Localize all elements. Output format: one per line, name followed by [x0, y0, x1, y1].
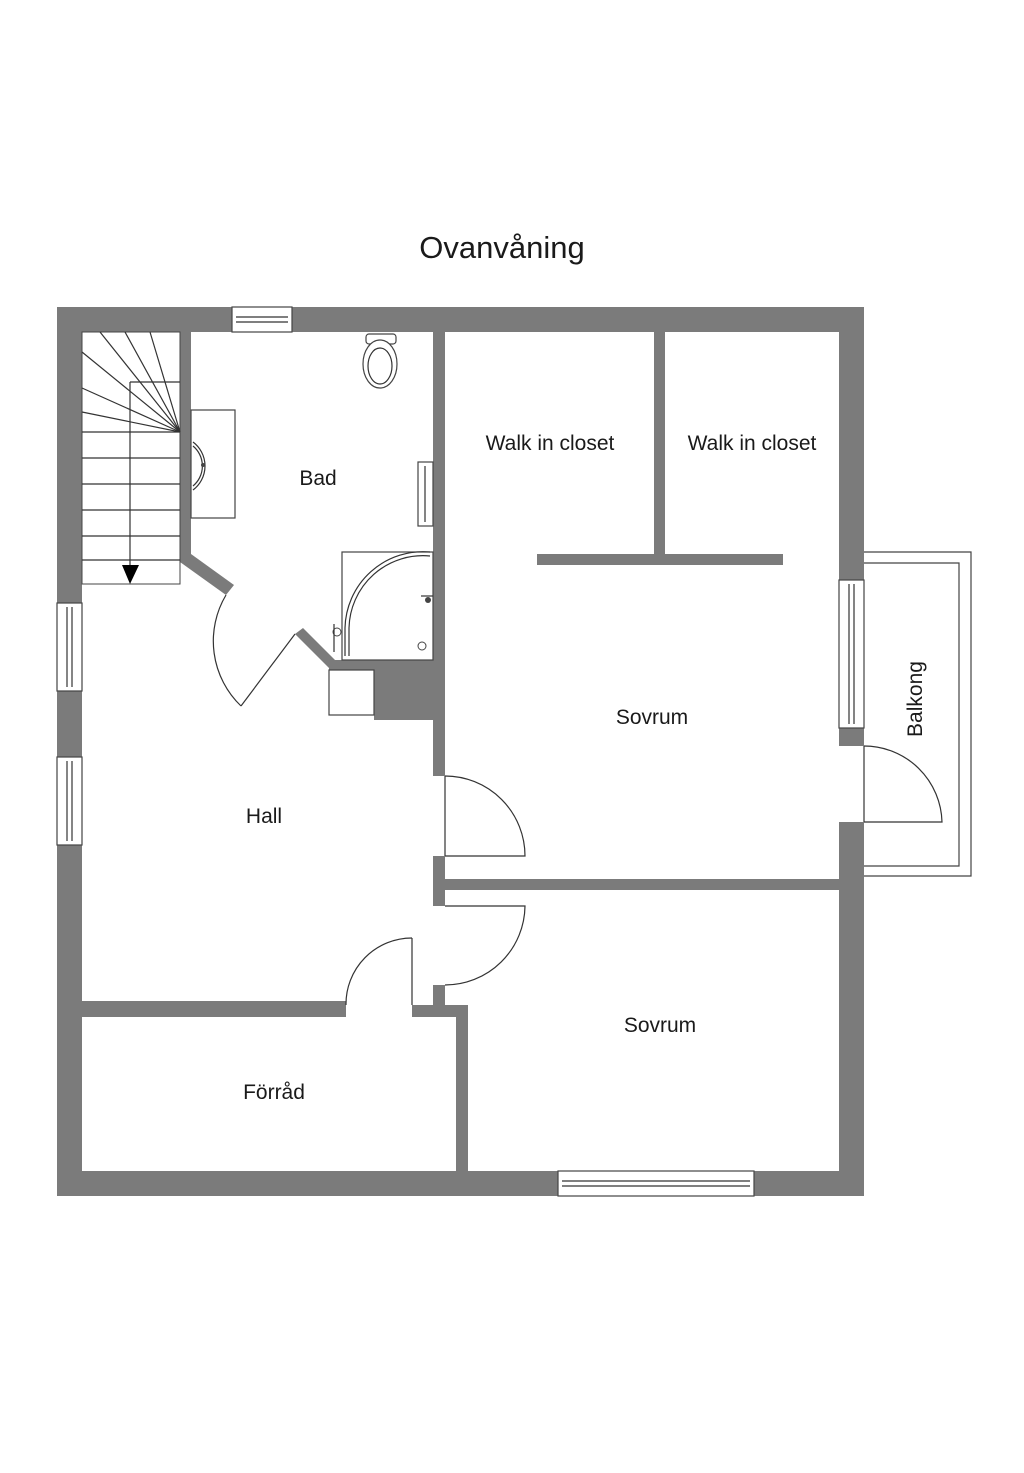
window-hall-lower [56, 756, 83, 846]
interior-walls [82, 332, 864, 1171]
room-label-sovrum-1: Sovrum [616, 706, 688, 729]
door-balcony [863, 745, 943, 823]
towel-rack-icon [417, 461, 434, 527]
doors [212, 594, 943, 1006]
balcony [864, 551, 972, 877]
door-storage [345, 937, 413, 1006]
room-label-hall: Hall [246, 805, 282, 828]
room-label-walk-in-closet-1: Walk in closet [486, 432, 615, 455]
window-bath [231, 306, 293, 333]
sink-icon [190, 409, 236, 519]
stair-direction-arrow-icon [122, 565, 139, 584]
room-label-walk-in-closet-2: Walk in closet [688, 432, 817, 455]
room-label-forrad: Förråd [243, 1081, 305, 1104]
plan-title: Ovanvåning [419, 230, 584, 265]
door-bedroom-1 [444, 775, 526, 857]
room-label-balkong: Balkong [904, 661, 927, 737]
staircase [81, 331, 181, 585]
shaft-box [328, 669, 375, 716]
shower-icon [332, 551, 434, 661]
toilet-icon [362, 333, 398, 389]
bathroom-fixtures [190, 333, 434, 716]
windows [56, 306, 865, 1197]
door-bedroom-2 [444, 905, 526, 986]
room-label-bad: Bad [299, 467, 336, 490]
door-bath [212, 594, 296, 707]
room-label-sovrum-2: Sovrum [624, 1014, 696, 1037]
window-bedroom-east [838, 579, 865, 729]
window-hall-upper [56, 602, 83, 692]
window-bedroom-south [557, 1170, 755, 1197]
